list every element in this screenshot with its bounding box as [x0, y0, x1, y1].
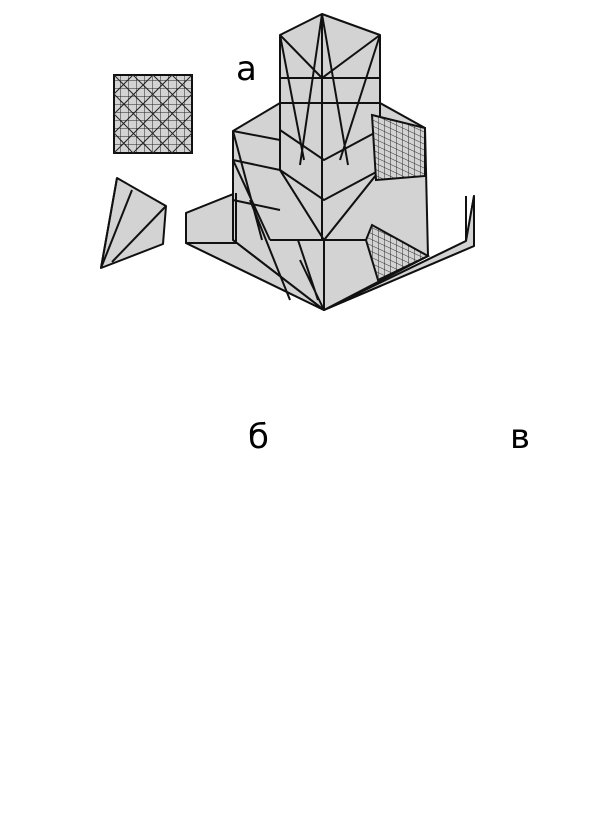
- folded-unit: [100, 177, 167, 269]
- panel-label-b: б: [248, 417, 269, 457]
- panel-label-v: в: [510, 417, 531, 457]
- crease-pattern-square: [113, 74, 193, 154]
- panel-a-group: [100, 13, 475, 311]
- stepped-tower: [185, 13, 475, 311]
- panel-label-a: а: [236, 49, 257, 89]
